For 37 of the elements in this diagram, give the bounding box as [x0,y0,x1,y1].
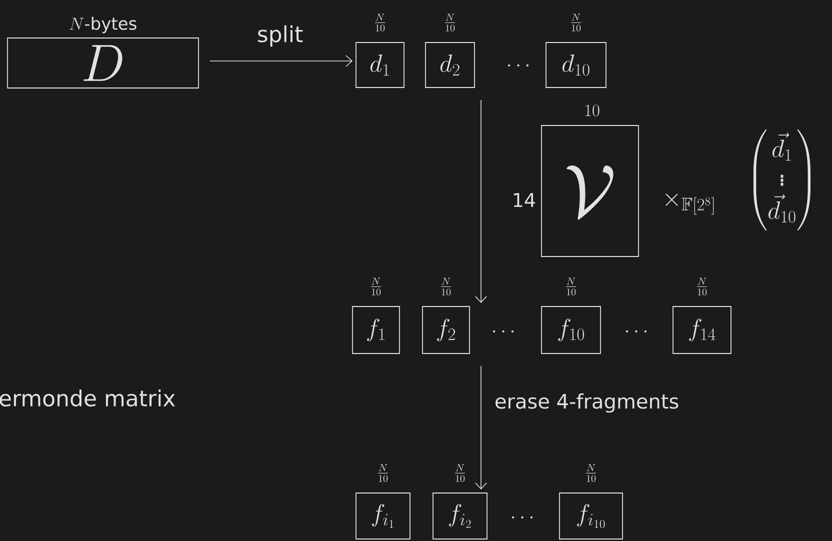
process-box: $d_2$ [425,42,475,88]
process-box: $\mathcal{V}$ [541,125,639,257]
size-label: 14 [514,193,535,207]
size-label: $\frac{N}{10}$ [371,278,381,296]
process-box: $d_{10}$ [546,42,606,88]
ellipsis: $\cdots$ [626,330,647,333]
process-box: $D$ [7,38,199,88]
process-box: $f_{i_1}$ [356,492,410,540]
arrow [475,100,487,304]
ellipsis: $\cdots$ [512,516,533,519]
size-label: $\frac{N}{10}$ [441,278,451,296]
operator-formula: $\times_{\mathbb{F}[2^8]}$ [666,194,714,215]
edge-label: erase 4-fragments [493,392,680,414]
size-label: $\frac{N}{10}$ [571,14,581,32]
process-box: $f_{14}$ [672,306,732,354]
size-label: $10$ [586,104,600,116]
size-label: $\frac{N}{10}$ [586,464,596,482]
size-label: $N\text{-bytes}$ [70,16,136,34]
process-box: $f_1$ [352,306,400,354]
arrow [210,55,353,67]
ellipsis: $\cdots$ [492,330,514,333]
ellipsis: $\cdots$ [508,64,529,67]
size-label: $\frac{N}{10}$ [566,278,576,296]
edge-label: split [256,24,304,48]
size-label: $\frac{N}{10}$ [378,464,388,482]
process-box: $f_{i_{10}}$ [559,492,623,540]
size-label: $\frac{N}{10}$ [445,14,455,32]
process-box: $d_1$ [356,42,404,88]
label-text: ermonde matrix [0,389,175,407]
process-box: $f_{i_2}$ [432,492,488,540]
size-label: $\frac{N}{10}$ [455,464,465,482]
size-label: $\frac{N}{10}$ [375,14,385,32]
process-box: $f_2$ [422,306,470,354]
size-label: $\frac{N}{10}$ [697,278,707,296]
process-box: $f_{10}$ [541,306,601,354]
vector-formula: $\begin{pmatrix}\vec{d}_1\\ \vdots\\ \vec{d}_{10}\end{pmatrix}$ [753,130,810,230]
arrow [475,366,487,490]
